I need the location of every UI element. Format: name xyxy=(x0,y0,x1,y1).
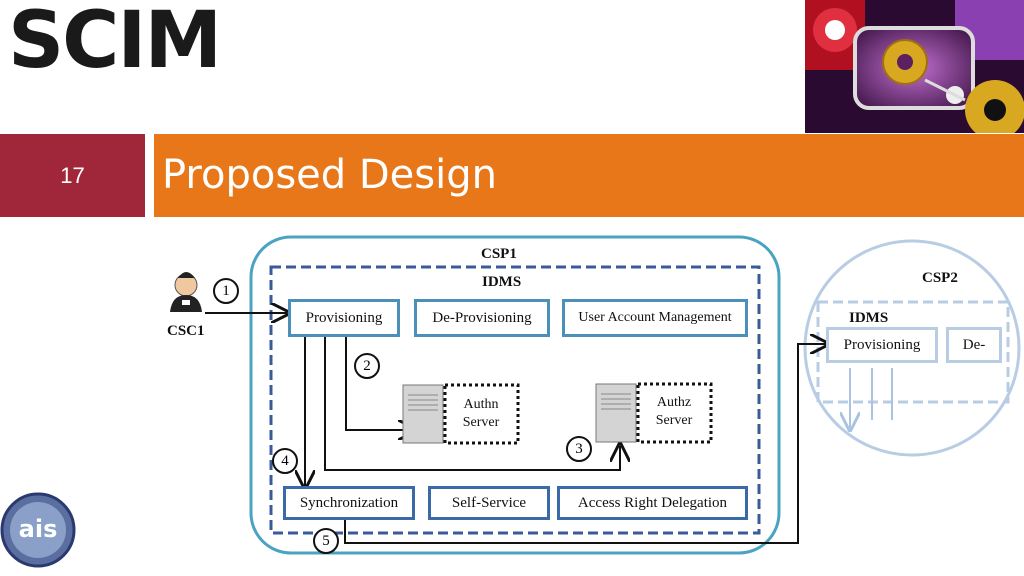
step-3-marker: 3 xyxy=(566,436,592,462)
ais-logo-text: ais xyxy=(18,515,58,543)
step-4-marker: 4 xyxy=(272,448,298,474)
ais-logo xyxy=(0,492,76,568)
title-bar xyxy=(154,134,1024,217)
csc1-label: CSC1 xyxy=(167,323,205,339)
csp2-de-box: De- xyxy=(946,327,1002,363)
idms2-label: IDMS xyxy=(849,310,889,326)
access-right-delegation-box: Access Right Delegation xyxy=(557,486,748,520)
user-account-management-box: User Account Management xyxy=(562,299,748,337)
idms1-label: IDMS xyxy=(482,274,522,290)
slide-title: Proposed Design xyxy=(162,152,497,198)
slide-number-badge xyxy=(0,134,145,217)
csp2-label: CSP2 xyxy=(922,270,958,286)
de-provisioning-box: De-Provisioning xyxy=(414,299,550,337)
step-2-marker: 2 xyxy=(354,353,380,379)
step-1-marker: 1 xyxy=(213,278,239,304)
authn-server-icon xyxy=(402,383,520,445)
synchronization-box: Synchronization xyxy=(283,486,415,520)
slide-number: 17 xyxy=(60,162,85,188)
self-service-box: Self-Service xyxy=(428,486,550,520)
step-5-marker: 5 xyxy=(313,528,339,554)
csp2-provisioning-box: Provisioning xyxy=(826,327,938,363)
authz-server-label: Authz Server xyxy=(655,395,693,428)
idms1-container xyxy=(269,265,761,535)
provisioning-box: Provisioning xyxy=(288,299,400,337)
authn-server-label: Authn Server xyxy=(462,397,500,430)
scim-logo: SCIM xyxy=(8,0,222,86)
authz-server-icon xyxy=(595,382,713,444)
csp1-label: CSP1 xyxy=(481,246,517,262)
settings-gear-image xyxy=(805,0,1024,133)
user-person-icon xyxy=(170,272,202,312)
